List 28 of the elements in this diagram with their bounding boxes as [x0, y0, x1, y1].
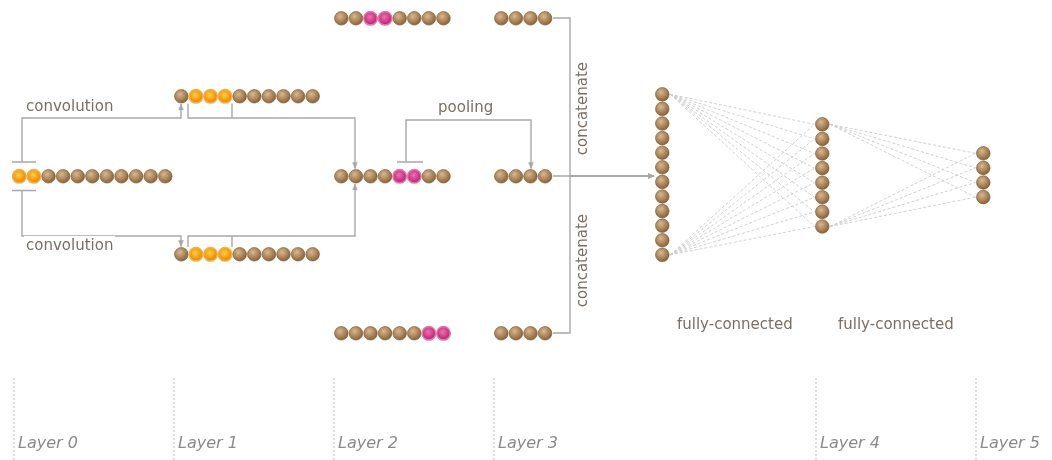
layer-label: Layer 3: [498, 434, 558, 452]
layer-caption: fully-connected: [677, 315, 793, 333]
neuron-row: [334, 326, 451, 341]
arrow: [187, 183, 358, 248]
arrow: [11, 189, 184, 248]
connection-lines: [829, 123, 976, 227]
neuron-row: [494, 326, 553, 341]
layer-label: Layer 4: [820, 434, 880, 452]
neuron-row: [494, 11, 553, 26]
neuron-row: [174, 247, 320, 262]
arrow: [11, 103, 184, 163]
arrow: [396, 119, 534, 170]
layer-label: Layer 5: [980, 434, 1040, 452]
neuron-row: [174, 89, 320, 104]
neuron-row: [334, 11, 451, 26]
neuron-column: [976, 146, 991, 205]
neuron-row: [494, 169, 553, 184]
neuron-row: [334, 169, 451, 184]
arrow: [187, 102, 358, 170]
layer-label: Layer 0: [18, 434, 78, 452]
layer-label: Layer 1: [178, 434, 238, 452]
layer-label: Layer 2: [338, 434, 398, 452]
neuron-column: [815, 117, 830, 234]
layer-caption: fully-connected: [838, 315, 954, 333]
connection-lines: [669, 93, 815, 256]
neuron-column: [655, 87, 670, 263]
arrow: [552, 173, 655, 334]
neuron-row: [12, 169, 173, 184]
